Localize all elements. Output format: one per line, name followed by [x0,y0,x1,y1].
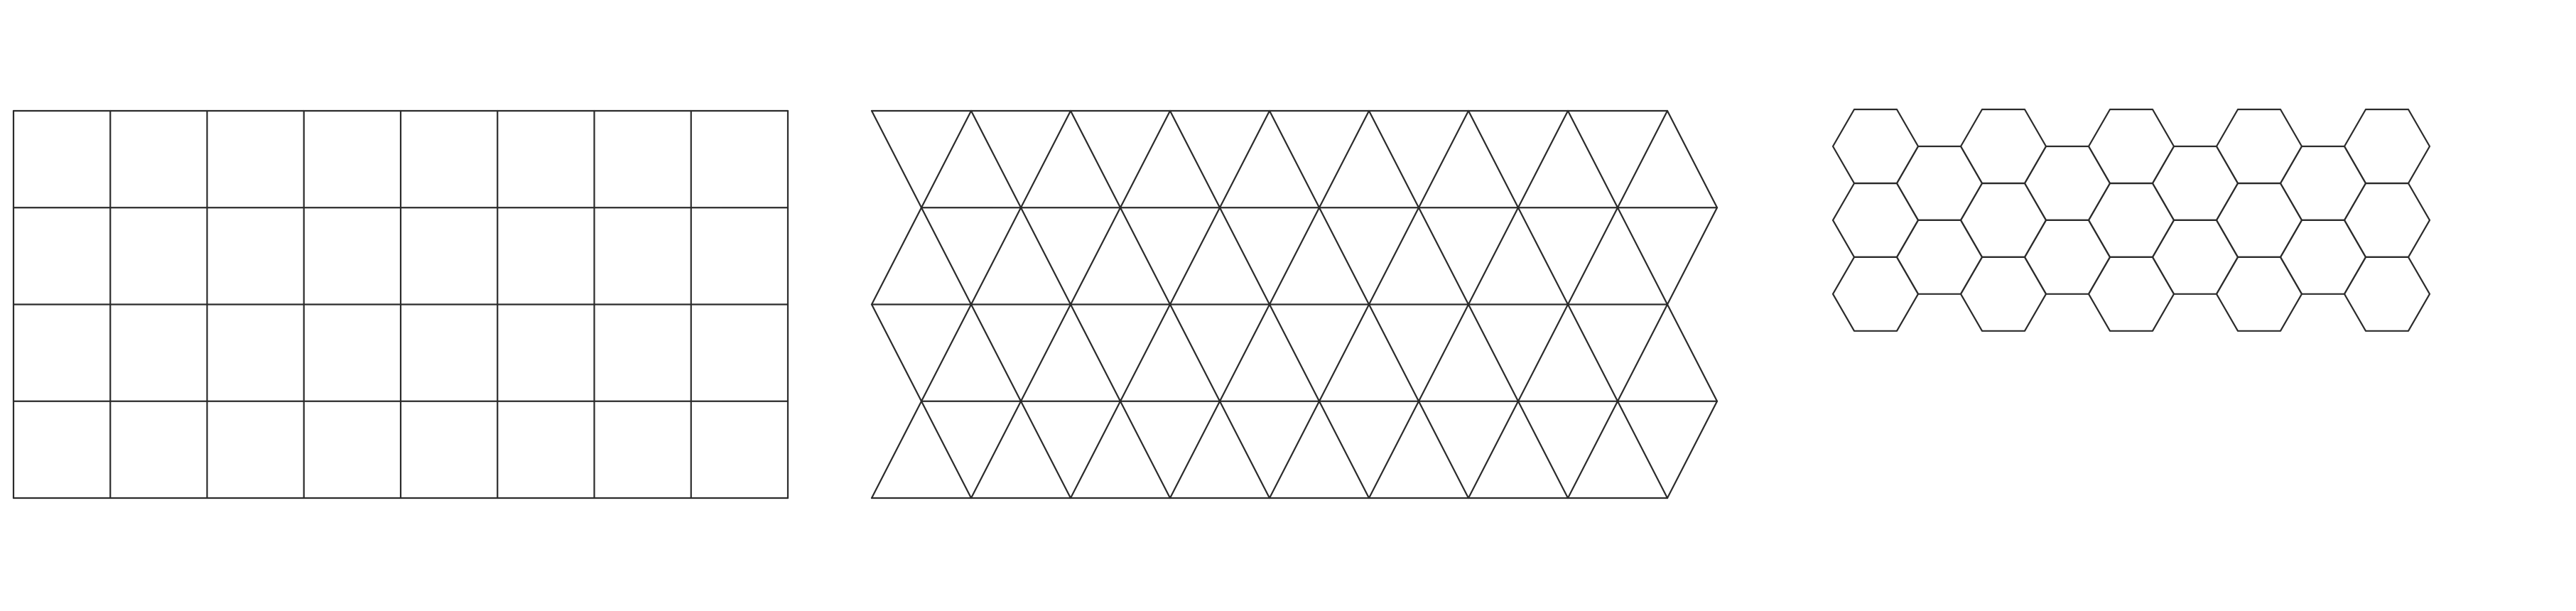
triangle-diagonal-line [970,109,1022,209]
triangle-diagonal-line [1268,109,1321,209]
triangle-diagonal-line [920,400,973,499]
triangle-diagonal-line [1318,109,1370,209]
triangle-diagonal-line [1368,400,1420,499]
triangle-diagonal-line [1268,207,1321,306]
triangle-diagonal-line [1467,303,1520,402]
triangle-diagonal-line [1517,109,1569,209]
triangle-diagonal-line [1368,109,1420,209]
triangle-diagonal-line [1517,400,1569,499]
triangle-diagonal-line [920,207,973,306]
triangle-diagonal-line [1318,400,1370,499]
triangle-diagonal-line [1119,400,1171,499]
triangle-diagonal-line [1318,303,1370,402]
triangle-diagonal-line [1467,400,1520,499]
triangle-diagonal-line [1417,303,1470,402]
triangle-diagonal-line [1069,207,1122,306]
triangle-diagonal-line [870,400,923,499]
triangle-diagonal-line [1218,109,1271,209]
triangle-diagonal-line [1517,303,1569,402]
triangle-diagonal-line [1119,303,1171,402]
triangle-diagonal-line [1119,109,1171,209]
triangle-diagonal-line [1019,303,1072,402]
triangle-diagonal-line [870,303,923,402]
triangle-diagonal-line [1566,400,1619,499]
triangle-diagonal-line [1666,109,1719,209]
triangle-diagonal-line [1268,303,1321,402]
triangle-diagonal-line [920,109,973,209]
triangle-diagonal-line [1566,207,1619,306]
triangle-diagonal-line [870,207,923,306]
triangle-diagonal-line [1019,400,1072,499]
triangle-diagonal-line [970,303,1022,402]
triangle-diagonal-line [1019,207,1072,306]
triangle-diagonal-line [1368,207,1420,306]
triangle-diagonal-line [1268,400,1321,499]
triangle-diagonal-line [1616,303,1669,402]
triangle-diagonal-line [1318,207,1370,306]
triangle-diagonal-line [1566,303,1619,402]
triangle-diagonal-line [1218,400,1271,499]
triangle-diagonal-line [1218,207,1271,306]
triangle-diagonal-line [1069,400,1122,499]
triangle-diagonal-line [970,400,1022,499]
triangle-diagonal-line [1069,109,1122,209]
square-tiling [12,109,789,499]
triangle-diagonal-line [1467,109,1520,209]
triangle-diagonal-line [920,303,973,402]
triangle-diagonal-line [1417,207,1470,306]
triangle-diagonal-line [1368,303,1420,402]
triangle-diagonal-line [1467,207,1520,306]
triangle-tiling [870,109,1719,499]
triangle-diagonal-line [1169,303,1221,402]
triangle-diagonal-line [1517,207,1569,306]
triangle-diagonal-line [1616,207,1669,306]
hexagon-tiling [1831,108,2431,332]
triangle-diagonal-line [1119,207,1171,306]
triangle-diagonal-line [1417,109,1470,209]
triangle-diagonal-line [1666,207,1719,306]
triangle-diagonal-line [1616,109,1669,209]
triangle-diagonal-line [1169,207,1221,306]
triangle-diagonal-line [1616,400,1669,499]
triangle-diagonal-line [1218,303,1271,402]
triangle-diagonal-line [1019,109,1072,209]
triangle-diagonal-line [1169,109,1221,209]
triangle-diagonal-line [870,109,923,209]
triangle-diagonal-line [970,207,1022,306]
triangle-diagonal-line [1169,400,1221,499]
triangle-diagonal-line [1666,400,1719,499]
triangle-diagonal-line [1417,400,1470,499]
hexagon-cell [2343,256,2431,332]
triangle-diagonal-line [1069,303,1122,402]
triangle-diagonal-line [1566,109,1619,209]
triangle-diagonal-line [1666,303,1719,402]
